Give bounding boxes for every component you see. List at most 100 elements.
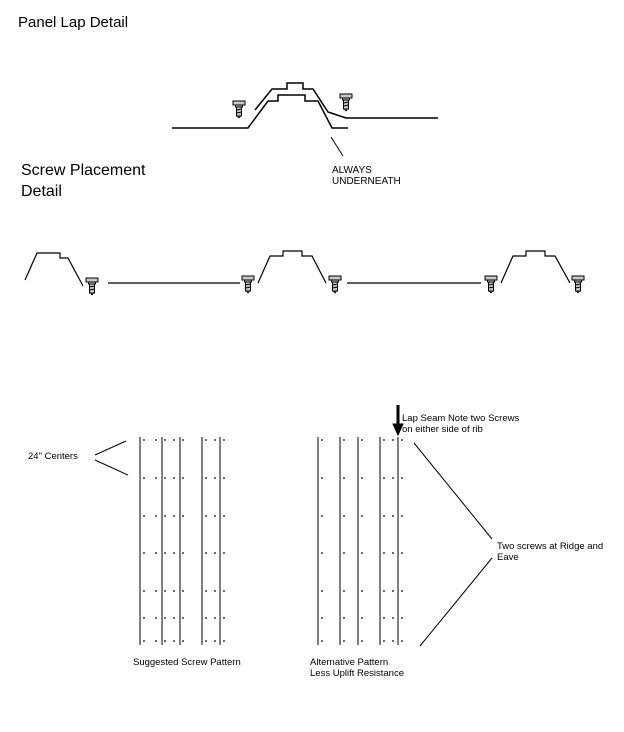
- alternative-screw-dot: [343, 590, 345, 592]
- suggested-screw-dot: [164, 439, 166, 441]
- ridge-eave-leader-top: [413, 442, 493, 540]
- alternative-screw-dot: [343, 515, 345, 517]
- suggested-screw-dot: [182, 590, 184, 592]
- alternative-screw-dot: [401, 552, 403, 554]
- lower-panel-profile: [172, 94, 348, 129]
- suggested-screw-dot: [155, 477, 157, 479]
- suggested-screw-dot: [143, 515, 145, 517]
- suggested-screw-dot: [143, 640, 145, 642]
- alternative-screw-dot: [321, 617, 323, 619]
- suggested-screw-dot: [223, 617, 225, 619]
- alternative-screw-dot: [321, 439, 323, 441]
- alternative-screw-dot: [361, 477, 363, 479]
- lap-seam-note-line2: on either side of rib: [402, 424, 483, 435]
- alternative-screw-dot: [321, 590, 323, 592]
- suggested-screw-dot: [173, 477, 175, 479]
- suggested-pattern-screw-dots: [143, 439, 225, 642]
- screw-placement-title-line2: Detail: [21, 183, 62, 200]
- alternative-screw-dot: [383, 552, 385, 554]
- annotation-leaders: [94, 440, 493, 647]
- suggested-screw-dot: [164, 515, 166, 517]
- suggested-screw-dot: [164, 477, 166, 479]
- lap-screw-right-icon: [339, 93, 353, 112]
- lap-seam-arrow-icon: [392, 405, 404, 437]
- suggested-screw-dot: [205, 617, 207, 619]
- alternative-screw-dot: [392, 552, 394, 554]
- alternative-screw-dot: [321, 515, 323, 517]
- placement-screw-2-icon: [241, 275, 255, 294]
- alternative-screw-dot: [383, 590, 385, 592]
- alternative-screw-dot: [401, 477, 403, 479]
- suggested-screw-dot: [173, 640, 175, 642]
- alternative-screw-dot: [343, 640, 345, 642]
- ridge-eave-note-line2: Eave: [497, 552, 519, 563]
- suggested-screw-dot: [214, 477, 216, 479]
- suggested-pattern-label: Suggested Screw Pattern: [133, 657, 241, 668]
- suggested-screw-dot: [182, 439, 184, 441]
- suggested-screw-dot: [143, 617, 145, 619]
- alternative-screw-dot: [361, 552, 363, 554]
- alternative-screw-dot: [361, 617, 363, 619]
- always-underneath-label-line2: UNDERNEATH: [332, 176, 401, 187]
- suggested-screw-dot: [214, 640, 216, 642]
- suggested-screw-dot: [164, 617, 166, 619]
- suggested-screw-dot: [182, 617, 184, 619]
- suggested-screw-dot: [182, 640, 184, 642]
- suggested-screw-dot: [223, 640, 225, 642]
- suggested-screw-dot: [143, 590, 145, 592]
- suggested-screw-dot: [205, 515, 207, 517]
- suggested-screw-dot: [223, 552, 225, 554]
- alternative-screw-dot: [392, 515, 394, 517]
- alternative-screw-dot: [392, 439, 394, 441]
- alternative-screw-dot: [343, 552, 345, 554]
- suggested-screw-dot: [205, 552, 207, 554]
- alternative-screw-dot: [361, 439, 363, 441]
- suggested-screw-dot: [173, 552, 175, 554]
- suggested-screw-dot: [173, 515, 175, 517]
- suggested-screw-dot: [155, 590, 157, 592]
- suggested-screw-dot: [223, 590, 225, 592]
- alternative-screw-dot: [401, 590, 403, 592]
- suggested-screw-dot: [223, 515, 225, 517]
- suggested-screw-dot: [205, 439, 207, 441]
- always-underneath-label-line1: ALWAYS: [332, 165, 372, 176]
- alternative-screw-dot: [383, 640, 385, 642]
- suggested-screw-dot: [214, 590, 216, 592]
- upper-panel-profile: [254, 82, 438, 119]
- alternative-screw-dot: [401, 515, 403, 517]
- suggested-screw-dot: [223, 439, 225, 441]
- suggested-screw-dot: [205, 477, 207, 479]
- panel-lap-title: Panel Lap Detail: [18, 14, 129, 31]
- alternative-screw-dot: [321, 552, 323, 554]
- suggested-screw-dot: [143, 477, 145, 479]
- lap-seam-note-line1: Lap Seam Note two Screws: [402, 413, 520, 424]
- suggested-pattern-lines: [139, 437, 221, 645]
- suggested-screw-dot: [214, 617, 216, 619]
- suggested-screw-dot: [173, 590, 175, 592]
- suggested-screw-dot: [164, 590, 166, 592]
- suggested-screw-dot: [223, 477, 225, 479]
- suggested-screw-dot: [155, 617, 157, 619]
- alternative-screw-dot: [392, 617, 394, 619]
- alternative-pattern-label-line1: Alternative Pattern: [310, 657, 389, 668]
- screw-placement-title-line1: Screw Placement: [21, 162, 146, 179]
- centers-leader-bottom: [94, 459, 129, 476]
- always-underneath-leader: [330, 136, 344, 157]
- alternative-screw-dot: [401, 617, 403, 619]
- alternative-screw-dot: [401, 640, 403, 642]
- alternative-screw-dot: [392, 590, 394, 592]
- placement-screw-5-icon: [571, 275, 585, 294]
- alternative-screw-dot: [392, 640, 394, 642]
- screw-placement-drawing: [24, 250, 571, 287]
- rib-profile-2: [257, 250, 327, 284]
- alternative-screw-dot: [401, 439, 403, 441]
- suggested-screw-dot: [214, 439, 216, 441]
- suggested-screw-dot: [214, 552, 216, 554]
- suggested-screw-dot: [164, 552, 166, 554]
- alternative-screw-dot: [321, 477, 323, 479]
- suggested-screw-dot: [173, 617, 175, 619]
- placement-screw-3-icon: [328, 275, 342, 294]
- suggested-screw-dot: [155, 515, 157, 517]
- suggested-screw-dot: [182, 515, 184, 517]
